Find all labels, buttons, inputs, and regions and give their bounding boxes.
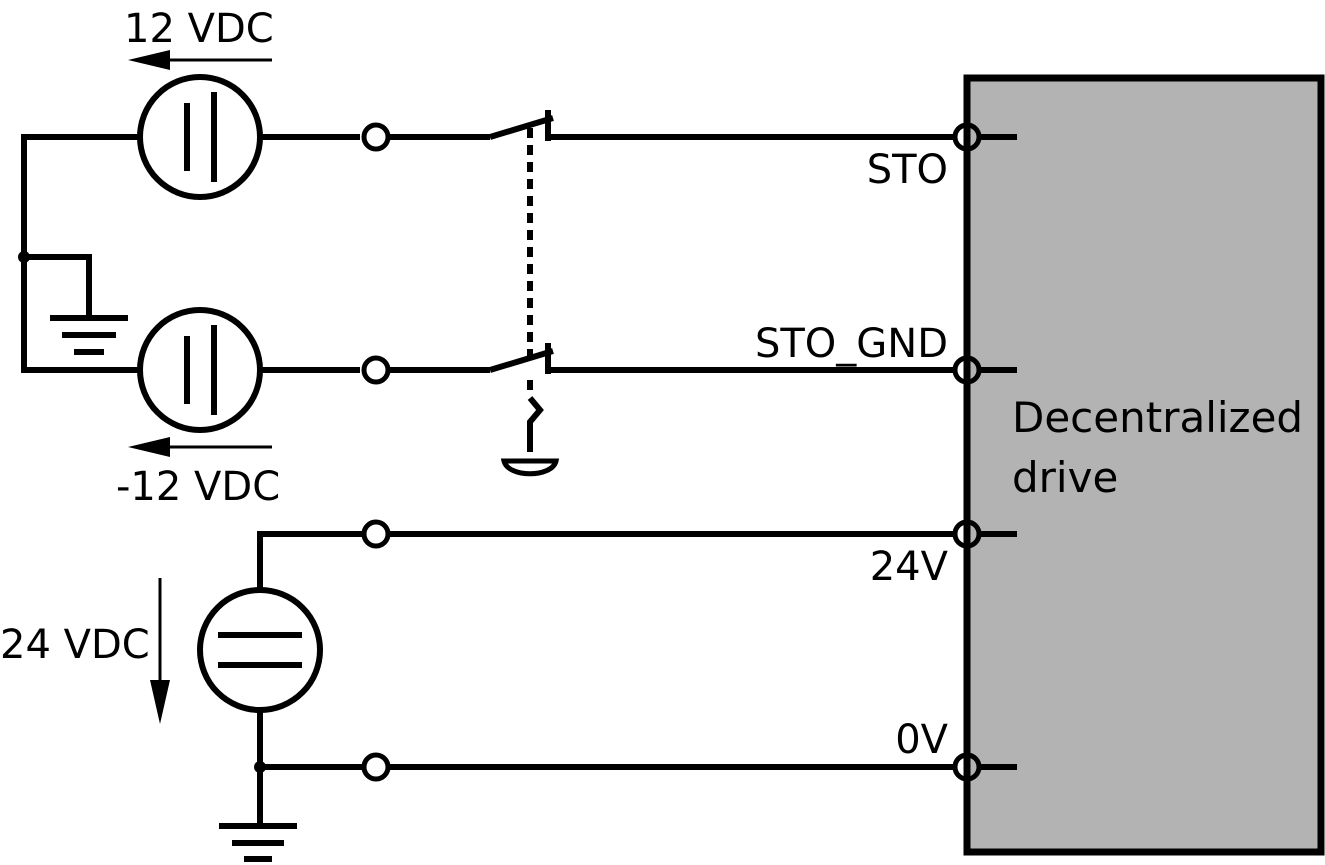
line-24v: 24V xyxy=(361,519,1017,590)
label-24v: 24V xyxy=(870,544,949,590)
terminal-circle xyxy=(361,752,391,782)
switch-contact-lower xyxy=(489,348,554,373)
terminal-circle xyxy=(361,122,391,152)
label-24vdc: 24 VDC xyxy=(0,622,150,668)
terminal-circle xyxy=(361,355,391,385)
dc-source-24v: 24 VDC xyxy=(0,531,365,862)
line-0v: 0V xyxy=(361,717,1017,782)
mechanical-linkage xyxy=(500,128,560,477)
arrow-head-left-icon xyxy=(128,50,170,70)
drive-label-line1: Decentralized xyxy=(1012,393,1303,442)
terminal-circle xyxy=(361,519,391,549)
label-sto-gnd: STO_GND xyxy=(755,321,948,367)
drive-label-line2: drive xyxy=(1012,453,1118,502)
dc-source-12v: 12 VDC xyxy=(124,6,360,200)
switch-contact-upper xyxy=(489,115,554,140)
sto-line: STO xyxy=(361,110,1017,193)
drive-box xyxy=(963,74,1325,856)
left-bus xyxy=(18,134,140,373)
label-0v: 0V xyxy=(895,717,948,763)
ground-icon-upper xyxy=(50,315,128,355)
ground-icon-lower xyxy=(219,823,297,862)
arrow-head-left-icon xyxy=(128,437,170,457)
dc-source-minus12v: -12 VDC xyxy=(116,307,360,510)
label-sto: STO xyxy=(867,147,948,193)
decentralized-drive-block: Decentralized drive xyxy=(963,74,1325,856)
arrow-head-down-icon xyxy=(150,680,170,724)
pushbutton-actuator-icon xyxy=(500,458,560,477)
label-12vdc: 12 VDC xyxy=(124,6,274,52)
label-minus12vdc: -12 VDC xyxy=(116,464,280,510)
sto-gnd-line: STO_GND xyxy=(361,321,1017,385)
